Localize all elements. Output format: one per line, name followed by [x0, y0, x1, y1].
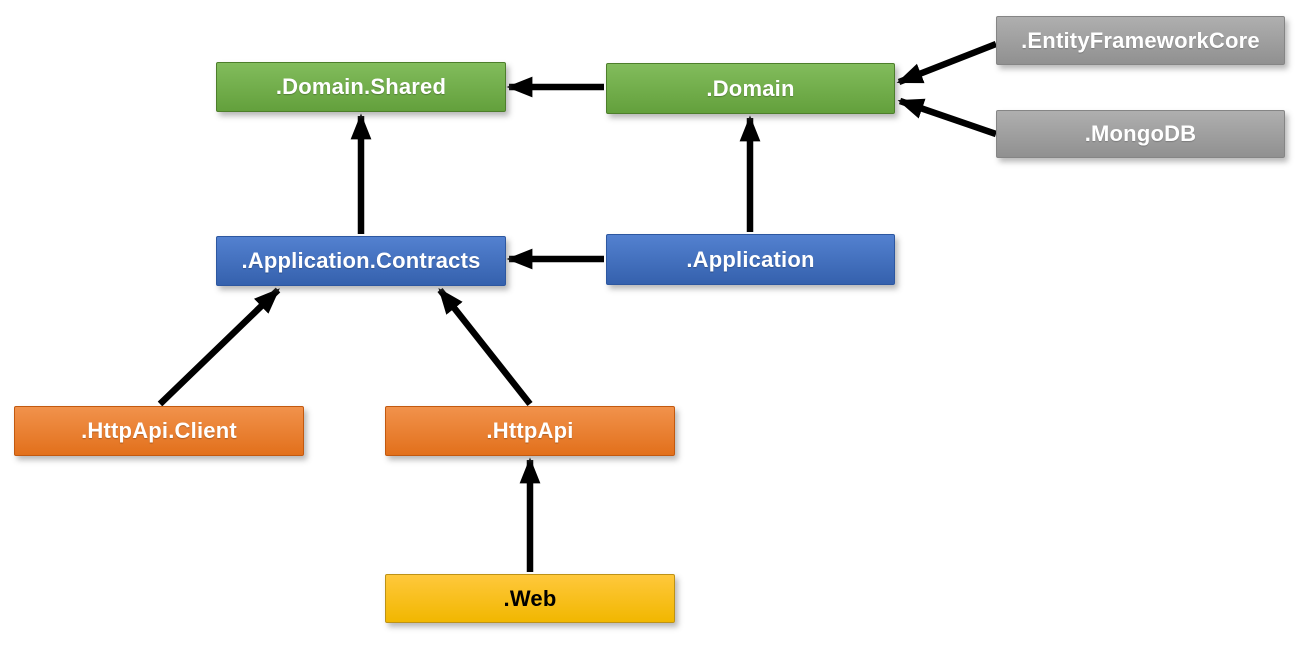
- node-entity-framework-core: .EntityFrameworkCore: [996, 16, 1285, 65]
- node-domain-shared: .Domain.Shared: [216, 62, 506, 112]
- node-httpapi: .HttpApi: [385, 406, 675, 456]
- edge-httpapi-to-application-contracts: [437, 287, 533, 407]
- edge-httpapi-client-to-application-contracts: [157, 287, 281, 407]
- node-mongodb: .MongoDB: [996, 110, 1285, 158]
- node-web: .Web: [385, 574, 675, 623]
- node-application: .Application: [606, 234, 895, 285]
- node-domain: .Domain: [606, 63, 895, 114]
- edge-entity-framework-core-to-domain: [896, 40, 998, 86]
- node-application-contracts: .Application.Contracts: [216, 236, 506, 286]
- node-httpapi-client: .HttpApi.Client: [14, 406, 304, 456]
- edge-mongodb-to-domain: [897, 97, 998, 138]
